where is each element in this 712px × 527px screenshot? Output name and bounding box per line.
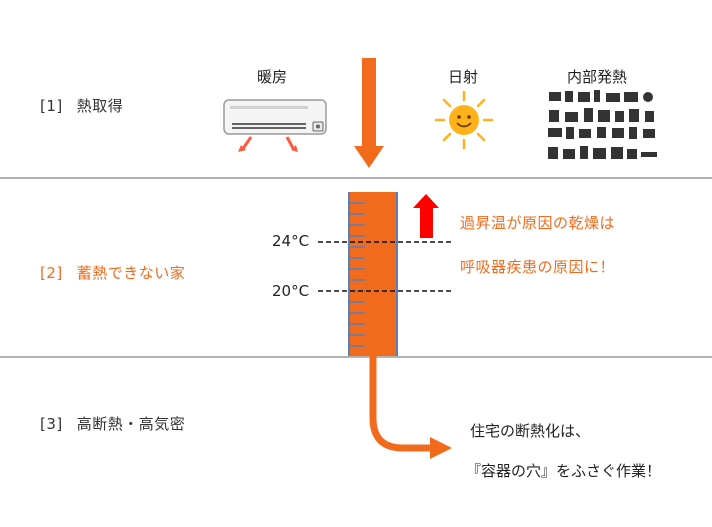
internal-heat-label: 内部発熱 — [567, 68, 628, 86]
warning-line-2: 呼吸器疾患の原因に！ — [460, 258, 616, 276]
section-3-label: [3] 高断熱・高気密 — [40, 413, 185, 434]
section-1-label: [1] 熱取得 — [40, 95, 123, 116]
air-conditioner-icon — [223, 99, 327, 152]
overheating-arrow — [413, 194, 439, 238]
heat-leak-arrow — [369, 356, 452, 459]
temp-low-label: 20°C — [272, 282, 310, 300]
section-1-number: [1] — [40, 97, 63, 115]
warning-line-1: 過昇温が原因の乾燥は — [460, 214, 616, 232]
section-1-text: 熱取得 — [76, 97, 124, 115]
appliances-icon — [548, 90, 657, 159]
conclusion-line-1: 住宅の断熱化は、 — [470, 422, 591, 440]
solar-label: 日射 — [448, 68, 479, 86]
heat-storage-tank — [348, 192, 398, 356]
section-3-number: [3] — [40, 415, 63, 433]
section-2-label: [2] 蓄熱できない家 — [40, 262, 185, 283]
heating-label: 暖房 — [257, 68, 288, 86]
heat-input-arrow — [354, 58, 384, 168]
sun-icon — [434, 90, 494, 150]
section-3-text: 高断熱・高気密 — [76, 415, 186, 433]
conclusion-line-2: 『容器の穴』をふさぐ作業！ — [466, 462, 662, 480]
temp-high-label: 24°C — [272, 232, 310, 250]
section-2-number: [2] — [40, 264, 63, 282]
section-2-text: 蓄熱できない家 — [76, 264, 186, 282]
